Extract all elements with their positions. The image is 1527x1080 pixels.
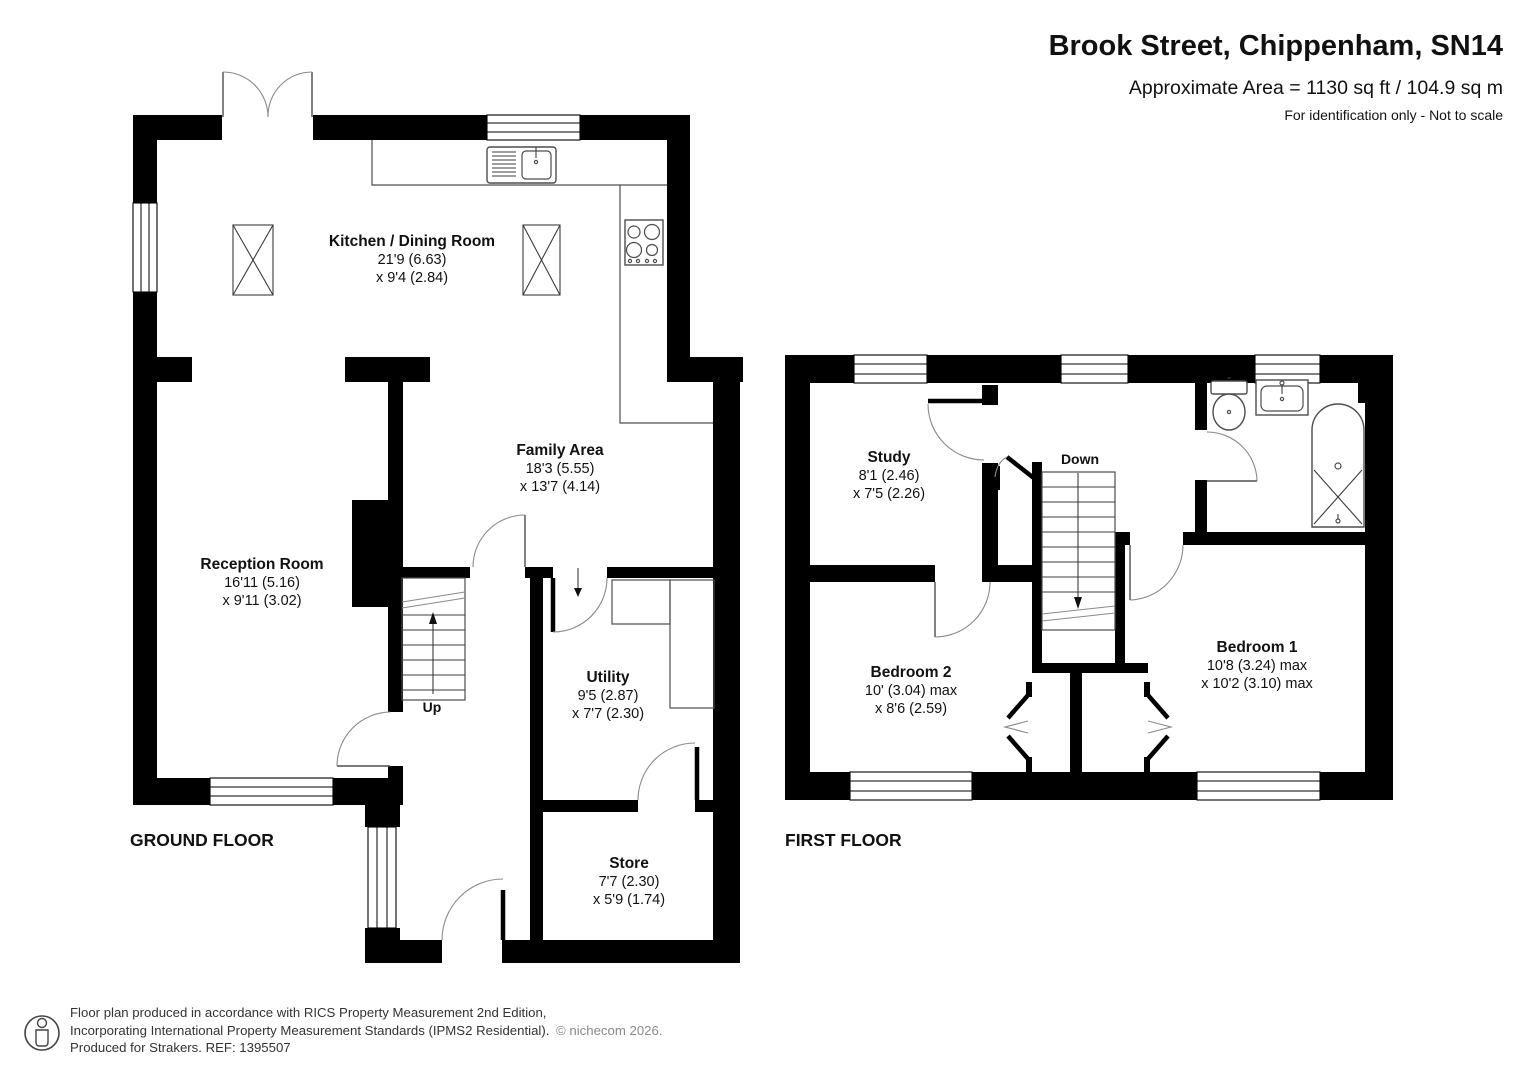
svg-text:Store: Store	[609, 855, 649, 872]
person-icon	[24, 1015, 60, 1051]
ground-floor-doors	[222, 71, 700, 941]
bedroom2-door	[934, 581, 991, 638]
svg-text:x 10'2 (3.10) max: x 10'2 (3.10) max	[1201, 676, 1313, 692]
kitchen-sink	[486, 146, 557, 184]
kitchen-counter	[371, 140, 713, 424]
landing-cupboard-door	[994, 455, 1037, 481]
svg-text:10' (3.04) max: 10' (3.04) max	[865, 683, 958, 699]
step-arrow-down	[574, 588, 582, 597]
page-title: Brook Street, Chippenham, SN14	[1049, 30, 1503, 62]
front-door	[441, 878, 506, 941]
kitchen-top-window	[486, 114, 581, 141]
stairs-up: Up	[401, 577, 466, 715]
room-label-reception: Reception Room 16'11 (5.16) x 9'11 (3.02…	[200, 556, 323, 609]
svg-text:x 9'11 (3.02): x 9'11 (3.02)	[222, 593, 301, 609]
hall-left-window	[367, 826, 397, 929]
svg-text:x 5'9 (1.74): x 5'9 (1.74)	[593, 892, 665, 908]
footer-line1: Floor plan produced in accordance with R…	[70, 1005, 546, 1020]
svg-text:x 9'4 (2.84): x 9'4 (2.84)	[376, 270, 448, 286]
store-door	[637, 742, 700, 801]
bedroom1-door	[1129, 544, 1184, 601]
down-arrow	[1074, 597, 1082, 609]
bathtub	[1311, 403, 1365, 528]
room-labels: Kitchen / Dining Room 21'9 (6.63) x 9'4 …	[200, 233, 1313, 908]
bedroom2-window	[849, 771, 973, 801]
study-door	[927, 398, 985, 461]
utility-door	[550, 568, 608, 633]
footer-line3: Produced for Strakers. REF: 1395507	[70, 1040, 291, 1055]
up-arrow	[429, 612, 437, 624]
area-subtitle: Approximate Area = 1130 sq ft / 104.9 sq…	[1129, 77, 1503, 99]
svg-text:7'7 (2.30): 7'7 (2.30)	[599, 874, 660, 890]
svg-text:Study: Study	[867, 449, 910, 466]
bathroom-fixtures	[1210, 377, 1365, 528]
french-doors	[222, 71, 313, 118]
first-floor-windows	[849, 354, 1321, 801]
svg-text:x 13'7 (4.14): x 13'7 (4.14)	[520, 479, 600, 495]
svg-text:Family Area: Family Area	[516, 442, 604, 459]
first-floor-doors	[927, 398, 1258, 762]
reception-door	[336, 711, 391, 767]
room-label-family: Family Area 18'3 (5.55) x 13'7 (4.14)	[516, 442, 604, 495]
bathroom-door	[1206, 431, 1258, 482]
svg-text:18'3 (5.55): 18'3 (5.55)	[526, 461, 595, 477]
svg-text:Utility: Utility	[586, 669, 629, 686]
landing-window	[1060, 354, 1129, 384]
bedroom1-wardrobe-bifold	[1145, 692, 1174, 762]
svg-text:Kitchen / Dining Room: Kitchen / Dining Room	[329, 233, 495, 250]
rooflight-symbol-left	[232, 224, 274, 296]
footer: Floor plan produced in accordance with R…	[24, 1005, 663, 1055]
svg-text:x 7'7 (2.30): x 7'7 (2.30)	[572, 706, 644, 722]
ground-floor-walls	[133, 115, 743, 963]
header: Brook Street, Chippenham, SN14 Approxima…	[1049, 30, 1504, 123]
room-label-store: Store 7'7 (2.30) x 5'9 (1.74)	[593, 855, 665, 908]
hob	[624, 219, 664, 266]
ground-floor-fixtures	[232, 140, 715, 709]
toilet	[1210, 377, 1248, 431]
room-label-study: Study 8'1 (2.46) x 7'5 (2.26)	[853, 449, 925, 502]
utility-counter	[611, 579, 715, 709]
first-floor-walls	[785, 355, 1393, 800]
up-label: Up	[423, 699, 442, 715]
svg-text:Bedroom 1: Bedroom 1	[1217, 639, 1298, 656]
svg-text:Bedroom 2: Bedroom 2	[871, 664, 952, 681]
bedroom1-window	[1196, 771, 1321, 801]
scale-note: For identification only - Not to scale	[1284, 107, 1503, 123]
nichecom-copyright: © nichecom 2026.	[556, 1023, 663, 1038]
study-window	[853, 354, 928, 384]
family-area-door	[472, 514, 526, 568]
reception-bottom-window	[209, 777, 334, 806]
room-label-utility: Utility 9'5 (2.87) x 7'7 (2.30)	[572, 669, 644, 722]
stairs-down: Down	[1041, 451, 1116, 631]
down-label: Down	[1061, 451, 1099, 467]
kitchen-left-window	[132, 202, 158, 293]
rooflight-symbol-right	[522, 224, 561, 296]
svg-text:9'5 (2.87): 9'5 (2.87)	[578, 688, 639, 704]
svg-text:x 7'5 (2.26): x 7'5 (2.26)	[853, 486, 925, 502]
svg-text:21'9 (6.63): 21'9 (6.63)	[378, 252, 447, 268]
first-floor-label: FIRST FLOOR	[785, 830, 902, 850]
room-label-bedroom1: Bedroom 1 10'8 (3.24) max x 10'2 (3.10) …	[1201, 639, 1313, 692]
ground-floor-windows	[132, 114, 581, 929]
ground-floor-label: GROUND FLOOR	[130, 830, 274, 850]
room-label-kitchen: Kitchen / Dining Room 21'9 (6.63) x 9'4 …	[329, 233, 495, 286]
svg-text:x 8'6 (2.59): x 8'6 (2.59)	[875, 701, 947, 717]
svg-text:Reception Room: Reception Room	[200, 556, 323, 573]
room-label-bedroom2: Bedroom 2 10' (3.04) max x 8'6 (2.59)	[865, 664, 958, 717]
bedroom2-wardrobe-bifold	[1002, 692, 1031, 762]
bathroom-window	[1254, 354, 1321, 384]
svg-text:16'11 (5.16): 16'11 (5.16)	[224, 575, 300, 591]
svg-text:8'1 (2.46): 8'1 (2.46)	[859, 468, 920, 484]
basin	[1255, 379, 1309, 416]
footer-line2: Incorporating International Property Mea…	[70, 1023, 549, 1038]
svg-text:10'8 (3.24) max: 10'8 (3.24) max	[1207, 658, 1308, 674]
